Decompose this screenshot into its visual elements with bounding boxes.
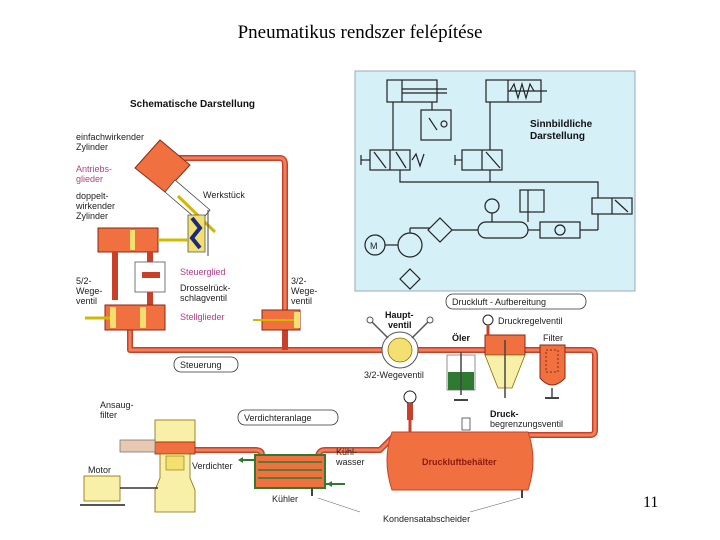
symbolic-representation-panel: M Sinnbildliche Darstellung <box>354 70 636 292</box>
label-cooling-water: Kühl- <box>336 447 357 457</box>
label-throttle-check-valve: Drosselrück- <box>180 283 231 293</box>
page-number: 11 <box>643 494 659 511</box>
label-intake-filter: Ansaug- <box>100 400 134 410</box>
throttle-check-valve <box>112 252 166 305</box>
label-main-32-valve: 3/2-Wegeventil <box>364 370 424 380</box>
svg-text:ventil: ventil <box>76 296 97 306</box>
svg-text:M: M <box>370 241 378 251</box>
svg-text:Darstellung: Darstellung <box>530 131 585 142</box>
label-pressure-regulator: Druckregelventil <box>498 316 563 326</box>
label-compressor-plant: Verdichteranlage <box>244 413 312 423</box>
label-motor: Motor <box>88 465 111 475</box>
svg-text:filter: filter <box>100 410 117 420</box>
sym-pressure-relief <box>519 189 545 213</box>
pipes <box>127 155 598 459</box>
motor <box>80 475 158 506</box>
svg-text:begrenzungsventil: begrenzungsventil <box>490 419 563 429</box>
label-workpiece: Werkstück <box>203 190 245 200</box>
svg-text:wasser: wasser <box>335 457 365 467</box>
sym-cooler <box>427 217 453 243</box>
compressor <box>119 419 196 513</box>
label-actuators: Antriebs- <box>76 164 112 174</box>
label-52-valve: 5/2- <box>76 276 92 286</box>
symbolic-heading: Sinnbildliche <box>530 119 593 130</box>
sym-intake-filter <box>399 268 421 290</box>
svg-text:glieder: glieder <box>76 174 103 184</box>
svg-text:Wege-: Wege- <box>291 286 317 296</box>
label-cooler: Kühler <box>272 494 298 504</box>
main-valve <box>366 316 434 369</box>
pressure-relief-valve <box>461 417 471 431</box>
intake-filter <box>119 439 156 453</box>
svg-text:Wege-: Wege- <box>76 286 102 296</box>
double-acting-cylinder <box>97 227 188 253</box>
symbolic-panel-background <box>354 70 636 292</box>
pressure-regulator <box>482 314 526 398</box>
compressed-air-reservoir <box>386 390 534 498</box>
slide-title: Pneumatikus rendszer felépítése <box>237 22 483 43</box>
svg-text:Zylinder: Zylinder <box>76 142 108 152</box>
52-valve <box>85 304 166 331</box>
schematic-heading: Schematische Darstellung <box>130 99 255 110</box>
label-air-preparation: Druckluft - Aufbereitung <box>452 297 546 307</box>
sym-throttle-check-valve <box>420 109 452 141</box>
svg-text:schlagventil: schlagventil <box>180 293 227 303</box>
label-pressure-relief-valve: Druck- <box>490 409 519 419</box>
label-control-section: Steuerung <box>180 360 222 370</box>
cooler <box>238 454 345 496</box>
label-double-acting-cylinder: doppelt- <box>76 191 109 201</box>
single-acting-cylinder <box>134 139 217 234</box>
svg-text:wirkender: wirkender <box>75 201 115 211</box>
label-32-valve: 3/2- <box>291 276 307 286</box>
svg-text:Zylinder: Zylinder <box>76 211 108 221</box>
labels: einfachwirkender Zylinder Antriebs- glie… <box>75 132 587 524</box>
label-single-acting-cylinder: einfachwirkender <box>76 132 144 142</box>
32-valve <box>253 309 301 331</box>
label-filter: Filter <box>543 333 563 343</box>
label-lubricator: Öler <box>452 333 471 343</box>
label-main-valve: Haupt- <box>385 310 414 320</box>
label-compressor: Verdichter <box>192 461 233 471</box>
svg-text:ventil: ventil <box>388 320 412 330</box>
label-condensate-drain: Kondensatabscheider <box>383 514 470 524</box>
label-reservoir: Druckluftbehälter <box>422 457 497 467</box>
svg-text:ventil: ventil <box>291 296 312 306</box>
sym-double-cylinder <box>386 79 438 103</box>
workpiece <box>187 210 209 256</box>
label-final-control-elements: Stellglieder <box>180 312 225 322</box>
label-control-element: Steuerglied <box>180 267 226 277</box>
filter <box>539 344 566 399</box>
lubricator <box>446 352 476 401</box>
